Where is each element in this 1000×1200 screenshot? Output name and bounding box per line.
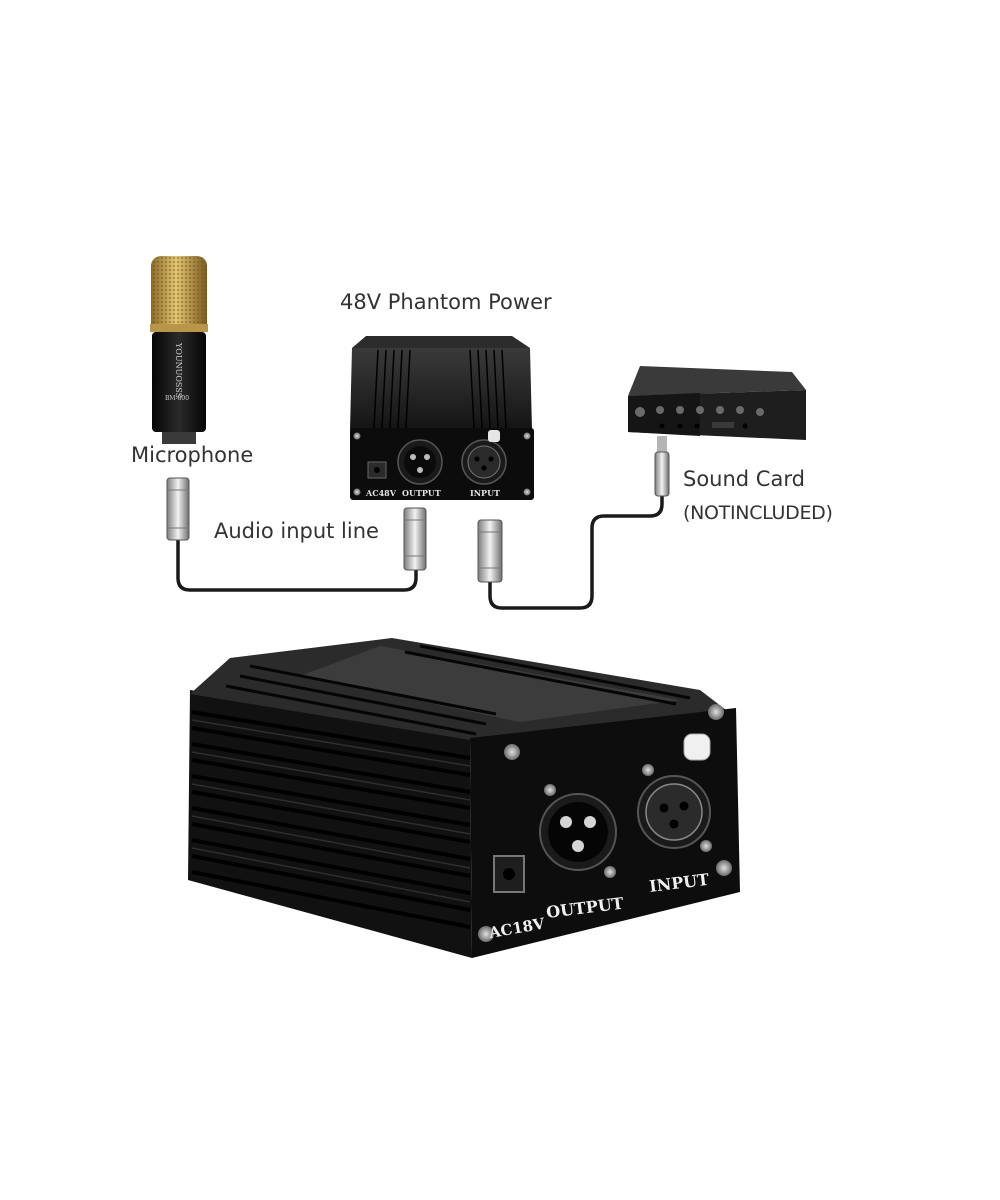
small-unit-dc-text: AC48V [365, 488, 397, 498]
jack-plug-soundcard [654, 436, 670, 497]
sound-card-label: Sound Card [683, 467, 805, 491]
small-unit-output-text: OUTPUT [402, 488, 441, 498]
cables [176, 492, 664, 610]
xlr-plug-mic [166, 477, 190, 541]
audio-input-line-label: Audio input line [214, 519, 379, 543]
phantom-power-label: 48V Phantom Power [340, 290, 552, 314]
xlr-plug-phantom-input [477, 519, 503, 583]
microphone-label: Microphone [131, 443, 254, 467]
sound-card [628, 366, 806, 440]
mic-model-text: BM-800 [165, 395, 189, 402]
phantom-power-unit-small: AC48V OUTPUT INPUT [350, 336, 534, 500]
xlr-plug-phantom-output [403, 507, 427, 571]
small-unit-input-text: INPUT [470, 488, 500, 498]
cable-phantom-to-soundcard [488, 492, 664, 610]
microphone: YOUNUOSSS BM-800 [150, 256, 208, 444]
mic-brand-text: YOUNUOSSS [174, 342, 183, 398]
cable-mic-to-phantom [176, 538, 418, 592]
phantom-power-unit-large: AC18V OUTPUT INPUT [188, 638, 740, 958]
not-included-label: (NOTINCLUDED) [683, 502, 833, 524]
